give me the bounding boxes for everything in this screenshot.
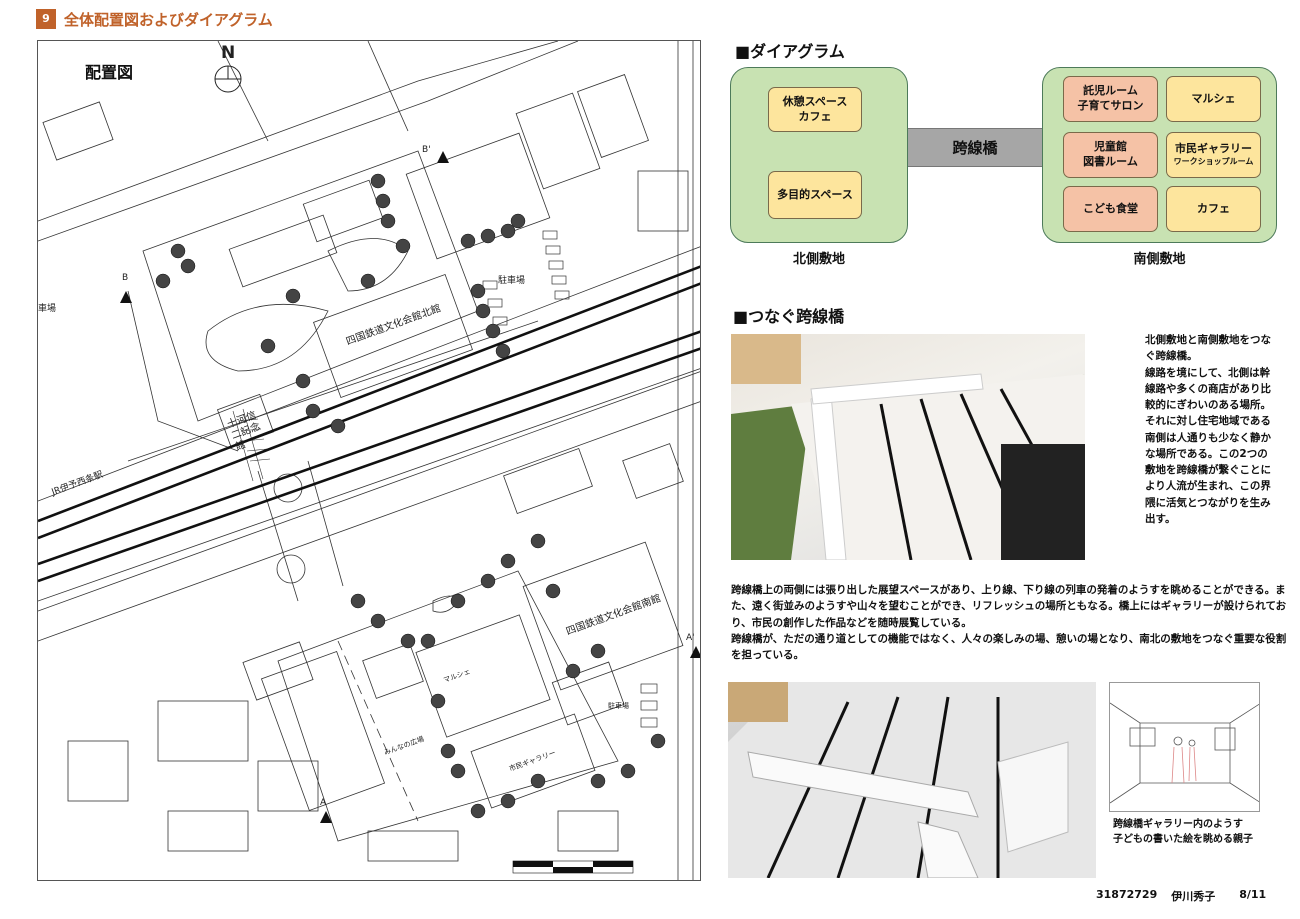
- item-line: 多目的スペース: [777, 187, 853, 201]
- tree-icon: [180, 258, 196, 274]
- tree-icon: [370, 173, 386, 189]
- tree-icon: [170, 243, 186, 259]
- tree-icon: [510, 213, 526, 229]
- tree-icon: [400, 633, 416, 649]
- label-parking-south: 駐車場: [608, 702, 629, 710]
- item-line: マルシェ: [1191, 91, 1236, 105]
- gallery-caption: 跨線橋ギャラリー内のようす 子どもの書いた絵を眺める親子: [1113, 819, 1253, 845]
- tree-icon: [450, 593, 466, 609]
- section-mark-a-prime: A': [686, 633, 695, 643]
- tree-icon: [530, 773, 546, 789]
- tree-icon: [375, 193, 391, 209]
- section-mark-a: A: [320, 798, 327, 808]
- scale-bar: [512, 860, 634, 874]
- item-line: こども食堂: [1083, 201, 1138, 215]
- tree-icon: [360, 273, 376, 289]
- model-photo-overview: [731, 334, 1085, 560]
- south-item-cafe: カフェ: [1166, 186, 1261, 232]
- item-line: カフェ: [798, 109, 832, 123]
- tree-icon: [590, 643, 606, 659]
- page-number: 8/11: [1239, 888, 1267, 901]
- tree-icon: [480, 228, 496, 244]
- south-item-marche: マルシェ: [1166, 76, 1261, 122]
- gallery-sketch-drawing: [1110, 702, 1259, 804]
- north-site-label: 北側敷地: [792, 252, 845, 267]
- tree-icon: [590, 773, 606, 789]
- site-plan: 配置図 N 四国鉄道文化会館北館 駐車場 十河信二記念館 JR伊予西条駅 四国鉄…: [37, 40, 701, 881]
- bridge-body-text: 跨線橋上の両側には張り出した展望スペースがあり、上り線、下り線の列車の発着のよう…: [731, 584, 1287, 662]
- north-site-box: 休憩スペースカフェ 多目的スペース: [730, 67, 908, 243]
- tree-icon: [350, 593, 366, 609]
- gallery-sketch: [1109, 682, 1260, 812]
- tree-icon: [500, 223, 516, 239]
- item-line: 休憩スペース: [782, 94, 848, 108]
- south-item-kids-cafeteria: こども食堂: [1063, 186, 1158, 232]
- tree-icon: [620, 763, 636, 779]
- tree-icon: [500, 553, 516, 569]
- bridge-connector: 跨線橋: [908, 128, 1042, 167]
- section-number-badge: 9: [36, 9, 56, 29]
- footer: 31872729 伊川秀子 8/11: [1096, 888, 1266, 904]
- north-item-multipurpose: 多目的スペース: [768, 171, 862, 219]
- tree-icon: [650, 733, 666, 749]
- diagram-heading: ■ダイアグラム: [735, 42, 845, 61]
- tree-icon: [480, 573, 496, 589]
- tree-icon: [430, 693, 446, 709]
- item-line: 図書ルーム: [1083, 155, 1138, 168]
- tree-icon: [460, 233, 476, 249]
- item-line: 児童館: [1094, 140, 1127, 154]
- item-line: カフェ: [1197, 201, 1230, 215]
- tree-icon: [470, 283, 486, 299]
- author-name: 伊川秀子: [1171, 890, 1216, 903]
- south-item-childcare: 託児ルーム子育てサロン: [1063, 76, 1158, 122]
- tree-icon: [565, 663, 581, 679]
- south-site-box: 託児ルーム子育てサロン マルシェ 児童館図書ルーム 市民ギャラリーワークショップ…: [1042, 67, 1277, 243]
- tree-icon: [470, 803, 486, 819]
- tree-icon: [330, 418, 346, 434]
- tree-icon: [475, 303, 491, 319]
- tree-icon: [305, 403, 321, 419]
- site-plan-drawing: [38, 41, 700, 880]
- tree-icon: [380, 213, 396, 229]
- tree-icon: [545, 583, 561, 599]
- section-mark-b: B: [122, 273, 129, 283]
- model-photo-bridge: [728, 682, 1096, 878]
- tree-icon: [500, 793, 516, 809]
- tree-icon: [420, 633, 436, 649]
- student-id: 31872729: [1096, 888, 1158, 901]
- south-item-gallery: 市民ギャラリーワークショップルーム: [1166, 132, 1261, 178]
- tree-icon: [495, 343, 511, 359]
- tree-icon: [450, 763, 466, 779]
- model-photo-drawing: [731, 334, 1085, 560]
- south-item-childrens-hall: 児童館図書ルーム: [1063, 132, 1158, 178]
- tree-icon: [530, 533, 546, 549]
- section-mark-b-prime: B': [422, 145, 431, 155]
- tree-icon: [295, 373, 311, 389]
- item-line: 市民ギャラリー: [1175, 142, 1252, 156]
- tree-icon: [285, 288, 301, 304]
- tree-icon: [440, 743, 456, 759]
- item-line: 託児ルーム: [1083, 84, 1138, 98]
- tree-icon: [370, 613, 386, 629]
- north-label: N: [221, 43, 236, 63]
- bridge-heading: ■つなぐ跨線橋: [733, 307, 845, 326]
- item-line: 子育てサロン: [1077, 99, 1144, 112]
- page-title: 全体配置図およびダイアグラム: [64, 11, 273, 29]
- site-plan-title: 配置図: [85, 63, 134, 82]
- tree-icon: [155, 273, 171, 289]
- south-site-label: 南側敷地: [1133, 252, 1186, 267]
- item-subline: ワークショップルーム: [1173, 157, 1254, 167]
- bridge-side-text: 北側敷地と南側敷地をつなぐ跨線橋。 線路を境にして、北側は幹線路や多くの商店があ…: [1145, 334, 1271, 525]
- tree-icon: [485, 323, 501, 339]
- north-item-rest-cafe: 休憩スペースカフェ: [768, 87, 862, 132]
- tree-icon: [395, 238, 411, 254]
- tree-icon: [260, 338, 276, 354]
- model-photo-bridge-drawing: [728, 682, 1096, 878]
- north-arrow-icon: [214, 65, 242, 93]
- label-parking-west: 車場: [38, 304, 57, 314]
- label-parking-north: 駐車場: [498, 276, 526, 286]
